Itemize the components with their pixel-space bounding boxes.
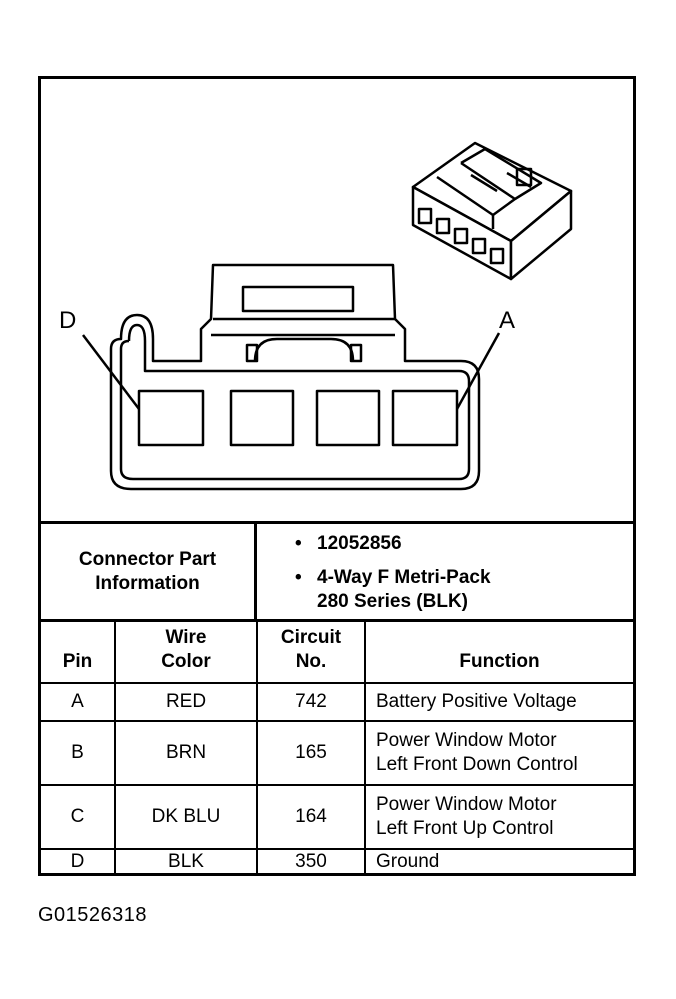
- connector-type-line-2: 280 Series (BLK): [317, 591, 469, 612]
- connector-drawing: D A: [41, 79, 633, 521]
- header-function: Function: [364, 620, 633, 684]
- table-row: D BLK 350 Ground: [41, 847, 633, 875]
- connector-part-info-label: Connector Part Information: [41, 524, 257, 619]
- connector-part-info-values: • 12052856 • 4-Way F Metri-Pack 280 Seri…: [257, 524, 633, 619]
- pin-a-label: A: [499, 307, 516, 334]
- circuit-cell: 742: [256, 681, 366, 722]
- connector-isometric-view: [411, 141, 573, 281]
- connector-face-view: [109, 263, 481, 491]
- bullet-icon: •: [295, 567, 302, 588]
- pin-a-leader-line: [455, 332, 501, 410]
- pin-cell: A: [41, 681, 116, 722]
- part-number: 12052856: [317, 533, 402, 554]
- wire-color-cell: BLK: [114, 847, 258, 875]
- wire-color-cell: DK BLU: [114, 783, 258, 850]
- circuit-cell: 165: [256, 719, 366, 786]
- pin-cavity-a: [391, 389, 459, 447]
- function-cell: Battery Positive Voltage: [364, 681, 633, 722]
- connector-illustration: [82, 141, 573, 491]
- table-row: A RED 742 Battery Positive Voltage: [41, 681, 633, 722]
- pin-d-leader-line: [82, 334, 140, 410]
- figure-caption: G01526318: [38, 904, 148, 926]
- header-pin: Pin: [41, 620, 116, 684]
- pin-cavity-d: [137, 389, 205, 447]
- function-cell: Ground: [364, 847, 633, 875]
- wire-color-cell: RED: [114, 681, 258, 722]
- connector-diagram-frame: D A Connector Part Information • 1205285…: [38, 76, 636, 876]
- pin-cell: C: [41, 783, 116, 850]
- pin-cell: B: [41, 719, 116, 786]
- wire-color-cell: BRN: [114, 719, 258, 786]
- pin-d-label: D: [59, 307, 77, 334]
- pin-cavity-b: [315, 389, 381, 447]
- bullet-icon: •: [295, 533, 302, 554]
- connector-type-line-1: 4-Way F Metri-Pack: [317, 567, 491, 588]
- pin-cavity-c: [229, 389, 295, 447]
- circuit-cell: 350: [256, 847, 366, 875]
- circuit-cell: 164: [256, 783, 366, 850]
- pin-cell: D: [41, 847, 116, 875]
- connector-part-info-row: Connector Part Information • 12052856 • …: [41, 521, 633, 619]
